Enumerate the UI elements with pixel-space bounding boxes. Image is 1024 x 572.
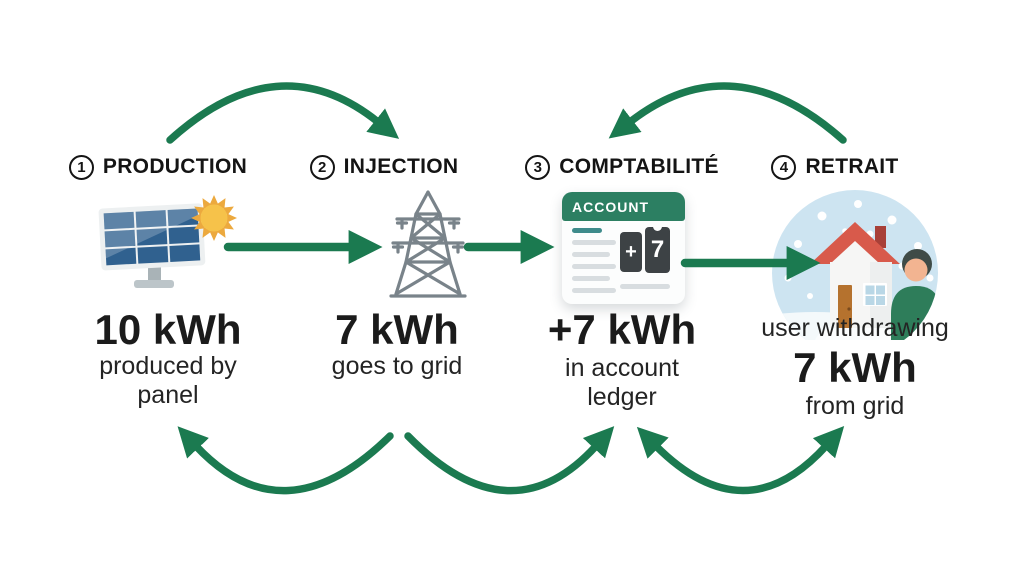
step-4-pre-caption: user withdrawing bbox=[761, 314, 949, 342]
ledger-line bbox=[572, 252, 610, 257]
transmission-tower-icon bbox=[389, 190, 467, 298]
step-1-header: 1 PRODUCTION bbox=[48, 152, 268, 182]
ledger-header: ACCOUNT bbox=[562, 192, 685, 221]
arc-comptabilite-retrait-bidirectional bbox=[636, 426, 845, 495]
step-2-caption: goes to grid bbox=[331, 352, 463, 380]
door bbox=[838, 285, 852, 328]
step-4-number-badge: 4 bbox=[771, 154, 797, 180]
arc-production-to-injection bbox=[166, 82, 400, 144]
ledger-line bbox=[572, 276, 610, 281]
ledger-line bbox=[572, 288, 616, 293]
ledger-line bbox=[620, 284, 670, 289]
step-2-value: 7 kWh bbox=[335, 306, 459, 353]
arc-injection-to-comptabilite bbox=[404, 426, 615, 495]
solar-panel-sun-icon bbox=[98, 195, 237, 288]
step-1-title: PRODUCTION bbox=[102, 155, 248, 178]
step-3-title: COMPTABILITÉ bbox=[559, 155, 719, 178]
step-4-header: 4 RETRAIT bbox=[725, 152, 945, 182]
step-2-number-badge: 2 bbox=[309, 154, 335, 180]
step-1-value: 10 kWh bbox=[94, 306, 242, 353]
sun-icon bbox=[191, 195, 237, 241]
step-3-number-badge: 3 bbox=[525, 154, 551, 180]
step-1-number-badge: 1 bbox=[68, 154, 94, 180]
ledger-line bbox=[572, 264, 616, 269]
step-1-caption: produced by panel bbox=[99, 352, 237, 409]
ledger-line bbox=[572, 228, 602, 233]
counter-digit-tile: 7 bbox=[645, 227, 670, 273]
step-4-title: RETRAIT bbox=[805, 155, 899, 178]
counter-notch bbox=[653, 222, 662, 231]
counter-plus-tile: + bbox=[620, 232, 642, 272]
step-4-value: 7 kWh bbox=[793, 344, 917, 391]
step-2-title: INJECTION bbox=[343, 155, 459, 178]
arc-injection-to-production bbox=[177, 426, 394, 495]
account-ledger-icon: ACCOUNT + 7 bbox=[562, 192, 685, 304]
step-2-header: 2 INJECTION bbox=[274, 152, 494, 182]
ledger-line bbox=[572, 240, 616, 245]
arc-retrait-to-comptabilite bbox=[608, 82, 847, 144]
step-3-value: +7 kWh bbox=[547, 306, 697, 353]
step-4-caption: from grid bbox=[805, 392, 905, 420]
step-3-header: 3 COMPTABILITÉ bbox=[512, 152, 732, 182]
step-3-caption: in account ledger bbox=[565, 354, 679, 411]
chimney bbox=[875, 226, 886, 248]
